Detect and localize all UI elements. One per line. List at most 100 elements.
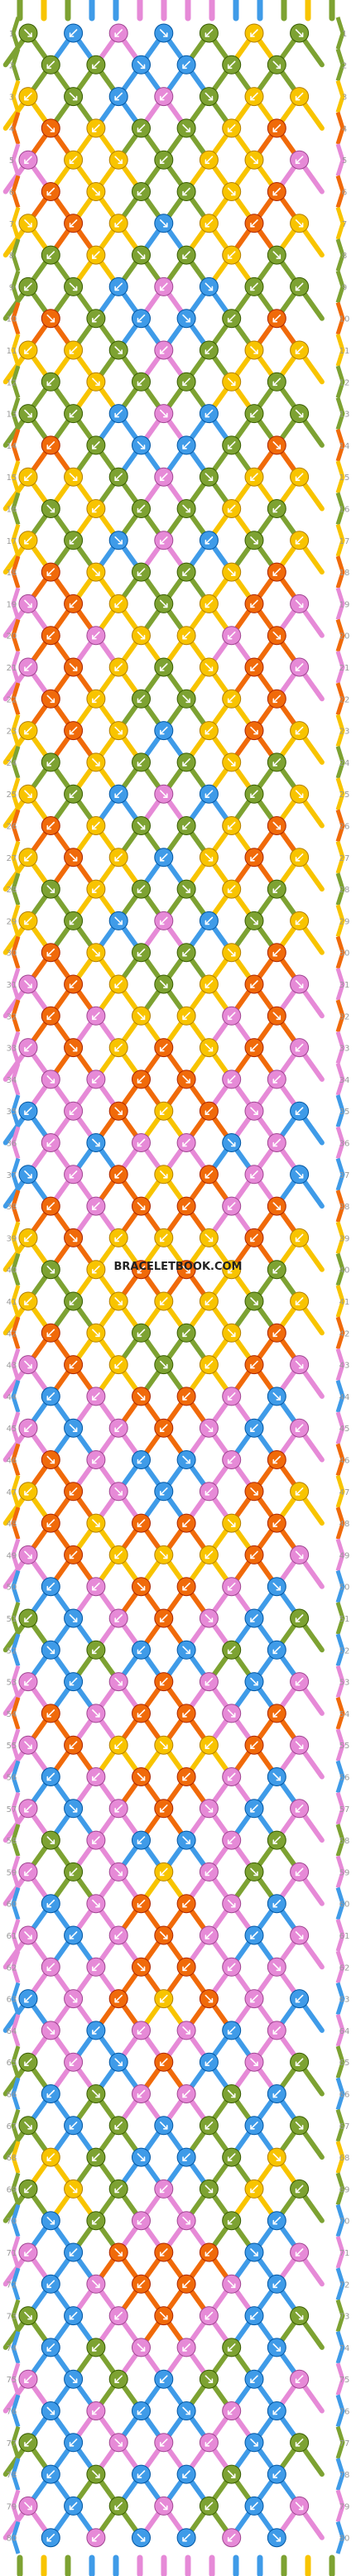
knot [222,1323,242,1343]
arrow-icon [295,1170,304,1179]
knot [64,2369,84,2389]
arrow-icon [272,1836,281,1844]
arrow-icon [69,1487,78,1496]
edge-string-left [11,1633,21,1667]
knot [108,214,128,233]
knot [41,2464,60,2484]
knot [41,1830,60,1850]
arrow-icon [272,1075,281,1084]
arrow-icon [204,1867,214,1877]
edge-string-right [335,2425,345,2459]
arrow-icon [24,1741,32,1749]
edge-string-left [11,746,21,779]
arrow-icon [250,1677,258,1686]
arrow-icon [250,219,258,228]
edge-string-right [335,334,345,367]
knot [290,2433,310,2453]
knot [86,879,106,899]
edge-string-right [335,968,345,1001]
knot [199,2369,219,2389]
row-number-right: 32 [339,1012,350,1021]
row-number-left: 8 [9,252,14,261]
arrow-icon [295,282,304,291]
row-number-left: 47 [7,1488,17,1497]
row-number-right: 38 [339,1203,350,1212]
edge-string-left [11,1602,21,1635]
knot [154,1672,174,1692]
arrow-icon [295,1867,304,1877]
knot [86,2464,106,2484]
row-number-left: 35 [7,1108,17,1117]
arrow-icon [160,1805,168,1813]
arrow-icon [204,1360,214,1369]
arrow-icon [204,29,214,37]
arrow-icon [46,377,55,387]
arrow-icon [272,504,281,513]
knot [290,848,310,867]
row-number-left: 23 [7,728,17,737]
arrow-icon [114,599,123,608]
knot [244,1355,264,1375]
arrow-icon [272,2406,281,2415]
knot [176,1069,196,1089]
arrow-icon [295,1043,304,1052]
knot [222,1069,242,1089]
knot [176,1830,196,1850]
edge-string-right [335,1855,345,1889]
knot [108,1355,128,1375]
knot [41,1640,60,1660]
arrow-icon [227,885,236,893]
arrow-icon [46,2470,55,2478]
arrow-icon [250,599,258,608]
arrow-icon [24,2122,32,2130]
arrow-icon [227,1265,236,1274]
arrow-icon [295,346,304,354]
arrow-icon [182,2026,190,2035]
knot [18,2433,38,2453]
arrow-icon [272,2089,281,2098]
knot [176,1133,196,1152]
knot [244,276,264,296]
arrow-icon [114,282,123,291]
knot [86,245,106,265]
knot [267,2464,286,2484]
arrow-icon [160,2311,168,2320]
knot [154,2496,174,2516]
knot [222,1957,242,1977]
arrow-icon [92,314,100,323]
row-number-left: 54 [7,1710,17,1719]
edge-string-left [11,1728,21,1762]
arrow-icon [24,2502,32,2511]
arrow-icon [114,1297,123,1305]
knot [132,2274,151,2294]
edge-string-right [335,2045,345,2079]
arrow-icon [137,124,146,132]
edge-string-left [11,17,21,50]
knot [108,87,128,107]
edge-string-left [11,1189,21,1223]
edge-string-left [11,1411,21,1445]
knot [108,340,128,360]
arrow-icon [92,1265,100,1274]
row-number-left: 52 [7,1646,17,1656]
arrow-icon [69,1550,78,1560]
knot [244,1418,264,1438]
knot [199,848,219,867]
edge-string-left [11,112,21,145]
edge-string-right [335,587,345,621]
arrow-icon [92,377,100,387]
arrow-icon [46,1772,55,1781]
arrow-icon [204,1614,214,1622]
arrow-icon [227,504,236,513]
knot [108,1291,128,1311]
knot [222,2147,242,2167]
knot [199,23,219,43]
knot [267,1450,286,1469]
row-number-right: 24 [339,759,350,768]
knot [222,1450,242,1469]
arrow-icon [182,885,190,893]
arrow-icon [250,1107,258,1115]
arrow-icon [295,663,304,671]
edge-string-right [335,618,345,652]
knot [267,1513,286,1533]
